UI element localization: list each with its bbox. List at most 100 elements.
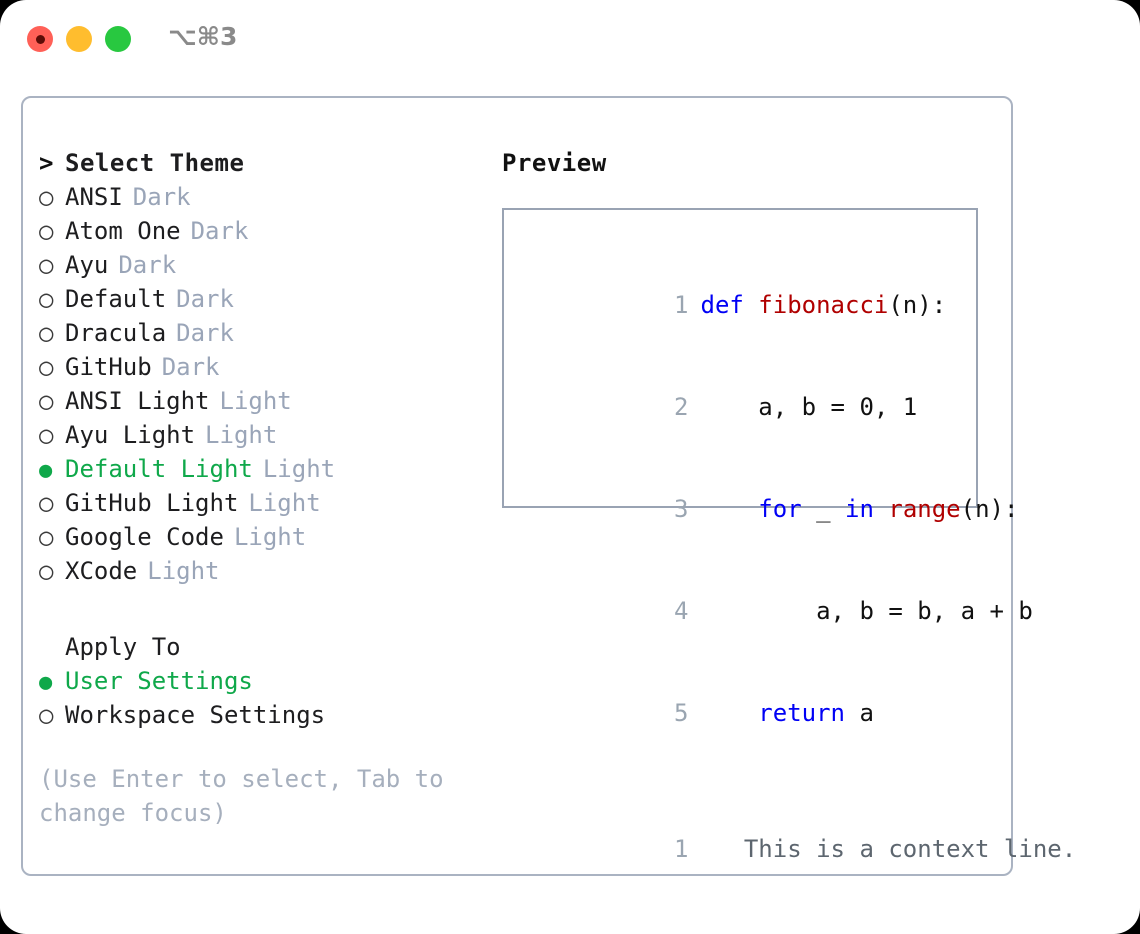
radio-icon: ○ [39,285,54,313]
code-diff-gap [504,764,976,798]
code-token: a, b = 0, 1 [700,393,918,421]
line-number: 3 [674,495,689,523]
code-token: (n): [960,495,1019,523]
apply-to-option-label: User Settings [65,667,253,695]
radio-icon: ○ [39,701,54,729]
code-line: 1 def fibonacci(n): [504,254,976,356]
code-line: 5 return a [504,662,976,764]
radio-icon: ○ [39,319,54,347]
code-token: a [845,699,874,727]
theme-name: ANSI [65,183,123,211]
theme-variant-tag: Light [147,557,220,585]
theme-item-github-light[interactable]: ○ GitHub Light Light [39,486,479,520]
radio-icon: ○ [39,217,54,245]
theme-name: XCode [65,557,138,585]
diff-line-deleted: 2 - This line was deleted. [504,900,976,934]
keyboard-shortcut-label: ⌥⌘3 [168,22,238,51]
theme-variant-tag: Light [262,455,336,483]
radio-icon: ○ [39,183,54,211]
theme-variant-tag: Dark [176,285,234,313]
preview-title: Preview [502,149,607,177]
line-number: 2 [674,393,689,421]
theme-name: Atom One [65,217,181,245]
code-token: return [758,699,845,727]
radio-icon: ○ [39,557,54,585]
radio-selected-icon: ● [39,670,53,695]
theme-variant-tag: Dark [161,353,220,381]
theme-variant-tag: Light [248,489,321,517]
theme-item-dracula-dark[interactable]: ○ Dracula Dark [39,316,479,350]
theme-item-default-light[interactable]: ● Default Light Light [39,452,479,486]
apply-to-option-label: Workspace Settings [65,701,326,729]
code-token: for [758,495,802,523]
code-token: a, b = b, a + b [700,597,1033,625]
radio-icon: ○ [39,421,54,449]
theme-item-atom-one-dark[interactable]: ○ Atom One Dark [39,214,479,248]
radio-icon: ○ [39,387,54,415]
code-line: 4 a, b = b, a + b [504,560,1033,662]
theme-variant-tag: Dark [176,319,234,347]
code-token [874,495,888,523]
diff-text: This is a context line. [700,835,1077,863]
theme-variant-tag: Light [205,421,278,449]
window-controls [27,26,131,52]
title-bar: ⌥⌘3 [0,0,1140,78]
code-token: (n): [888,291,947,319]
hint-line-1: (Use Enter to select, Tab to [39,765,444,793]
caret-icon: > [39,149,54,177]
apply-to-title: Apply To [65,633,181,661]
diff-line-context: 1 This is a context line. [504,798,1076,900]
code-token: in [845,495,874,523]
code-token: _ [801,495,846,523]
theme-item-default-dark[interactable]: ○ Default Dark [39,282,479,316]
theme-name: GitHub Light [65,489,239,517]
radio-icon: ○ [39,489,54,517]
apply-to-workspace-settings[interactable]: ○ Workspace Settings [39,698,479,732]
maximize-button[interactable] [105,26,131,52]
code-token [701,699,759,727]
apply-to-user-settings[interactable]: ● User Settings [39,664,479,698]
radio-selected-icon: ● [39,458,53,483]
line-number: 4 [674,597,689,625]
code-line: 3 for _ in range(n): [504,458,1018,560]
theme-item-xcode-light[interactable]: ○ XCode Light [39,554,479,588]
keyboard-hint: (Use Enter to select, Tab to change focu… [39,762,451,830]
section-spacer [39,588,479,630]
radio-icon: ○ [39,523,54,551]
theme-item-github-dark[interactable]: ○ GitHub Dark [39,350,479,384]
apply-to-header: oApply To [39,630,479,664]
theme-item-ansi-dark[interactable]: ○ ANSI Dark [39,180,479,214]
code-token: fibonacci [758,291,889,319]
theme-variant-tag: Dark [190,217,249,245]
theme-name: Default Light [65,455,253,483]
theme-name: Google Code [65,523,224,551]
hint-spacer [39,732,479,762]
line-number: 1 [674,835,689,863]
theme-name: Default [65,285,167,313]
hint-line-2: change focus) [39,799,227,827]
radio-icon: ○ [39,251,54,279]
close-button[interactable] [27,26,53,52]
line-number: 5 [674,699,689,727]
code-token: def [700,291,759,319]
minimize-button[interactable] [66,26,92,52]
code-line: 2 a, b = 0, 1 [504,356,976,458]
line-number: 1 [674,291,689,319]
code-token [701,495,759,523]
theme-name: Dracula [65,319,167,347]
blank-marker: o [39,630,65,664]
code-token: range [888,495,961,523]
theme-name: GitHub [65,353,152,381]
select-theme-title: Select Theme [65,149,245,177]
select-theme-header: > Select Theme [39,146,479,180]
theme-variant-tag: Dark [132,183,191,211]
radio-icon: ○ [39,353,54,381]
